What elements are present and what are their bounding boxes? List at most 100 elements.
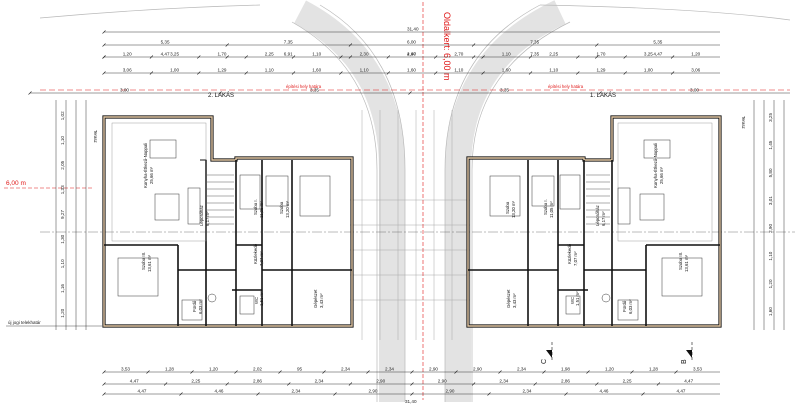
dimension-value: 7,35 [530, 52, 539, 57]
dimension-tick [454, 370, 458, 374]
dimension-value: 5,35 [161, 40, 170, 45]
dimension-value: 7,35 [284, 40, 293, 45]
dimension-value: 1,10 [60, 136, 65, 145]
unit-right: Konyha-Étkező-Nappali 25,66 m² Lépcsőház… [466, 92, 746, 328]
dimension-value: 1,10 [265, 68, 274, 73]
room-bedroom-top-right: Szoba I. [543, 199, 548, 215]
dimension-value: 2,34 [315, 379, 324, 384]
bottom-total-dim: 31,40 [405, 399, 417, 404]
dimension-value: 1,70 [597, 52, 606, 57]
dimension-value: 2,25 [191, 379, 200, 384]
room-bedroom-mid-right-area: 13,20 m² [511, 200, 516, 218]
building-line-label-left: építési hely határa [286, 84, 322, 89]
unit-left-label: 2. LAKÁS [208, 92, 234, 99]
dimension-value: 1,45 [768, 140, 773, 149]
dimension-value: 1,20 [605, 367, 614, 372]
dimension-tick [595, 382, 599, 386]
room-hall-right: Közlekedő [567, 243, 572, 264]
lot-line-label: új jogi telekhatár [8, 320, 41, 325]
vertical-dim-texts: 1,021,102,051,339,271,301,101,161,203,25… [60, 111, 773, 318]
room-bedroom-mid-left-area: 13,20 m² [285, 200, 290, 218]
dimension-tick [481, 71, 485, 75]
dimension-value: 1,60 [407, 68, 416, 73]
left-offset-label: 6,00 m [6, 180, 26, 187]
dimension-tick [149, 55, 154, 59]
dimension-value: 2,34 [385, 367, 394, 372]
unit-left: Konyha-Étkező-Nappali 25,66 m² Lépcsőház… [93, 92, 354, 328]
dimension-tick [623, 71, 627, 75]
dimension-value: 1,10 [454, 68, 463, 73]
room-wc-left: WC [254, 297, 259, 304]
room-living-left-area: 25,66 m² [149, 166, 154, 184]
dimension-tick [333, 392, 337, 396]
dimension-value: 2,90 [429, 367, 438, 372]
room-wc-right: WC [570, 297, 575, 304]
dimension-tick [218, 91, 222, 95]
room-bath-left-area: 6,03 m² [198, 299, 203, 314]
dimension-value: 1,10 [312, 52, 321, 57]
dimension-tick [471, 43, 476, 47]
dimension-tick [564, 392, 568, 396]
dimension-value: 3,25 [170, 52, 179, 57]
room-utility-left: Gépészet [313, 289, 318, 308]
dimension-value: 2,90 [446, 389, 455, 394]
dimension-tick [498, 370, 502, 374]
dimension-value: 5,35 [653, 40, 662, 45]
room-wc-right-area: 1,51 m² [575, 291, 580, 306]
dimension-value: 3,00 [690, 88, 699, 93]
driveway-arcs [293, 0, 566, 402]
dimension-tick [528, 55, 533, 59]
dimension-value: 1,10 [502, 52, 511, 57]
dimension-value: 2,70 [454, 52, 463, 57]
dimension-tick [291, 55, 296, 59]
top-ticks [28, 30, 675, 95]
dimension-value: 9,27 [60, 210, 65, 219]
dimension-value: 1,60 [312, 68, 321, 73]
dimension-value: 4,47 [407, 52, 416, 57]
dimension-tick [598, 91, 602, 95]
dimension-value: 2,86 [561, 379, 570, 384]
dimension-tick [433, 71, 438, 75]
dimension-value: 6,00 [407, 40, 416, 45]
room-living-right: Konyha-Étkező-Nappali [653, 143, 658, 188]
dimension-value: 1,60 [502, 68, 511, 73]
dimension-value: 1,10 [60, 259, 65, 268]
room-bedroom-bot-right: Szoba III. [678, 252, 683, 270]
dimension-value: 3,06 [691, 68, 700, 73]
dimension-value: 1,28 [165, 367, 174, 372]
dimension-value: 4,46 [215, 389, 224, 394]
dimension-tick [487, 392, 491, 396]
terrace-right: Terasz [741, 116, 746, 129]
dimension-value: 1,10 [768, 251, 773, 260]
dimension-value: 2,25 [623, 379, 632, 384]
dimension-tick [225, 55, 229, 59]
dimension-value: 1,16 [60, 284, 65, 293]
dimension-value: 1,30 [60, 234, 65, 243]
dimension-value: 2,34 [523, 389, 532, 394]
bottom-ticks [102, 370, 678, 396]
dimension-tick [471, 55, 476, 59]
dimension-tick [348, 55, 353, 59]
dimension-value: 2,90 [473, 367, 482, 372]
dimension-tick [278, 370, 282, 374]
dimension-tick [386, 71, 391, 75]
dimension-value: 4,47 [130, 379, 139, 384]
dimension-tick [586, 370, 590, 374]
dimension-value: 4,47 [138, 389, 147, 394]
dimension-tick [528, 71, 533, 75]
dimension-tick [291, 71, 296, 75]
dimension-value: 31,40 [407, 27, 419, 32]
dimension-tick [234, 370, 238, 374]
dimension-value: 2,34 [517, 367, 526, 372]
dimension-value: 1,10 [549, 68, 558, 73]
dimension-tick [366, 370, 370, 374]
dimension-tick [410, 382, 414, 386]
dimension-tick [533, 382, 537, 386]
dimension-value: 3,53 [693, 367, 702, 372]
dimension-value: 1,29 [597, 68, 606, 73]
dimension-value: 2,25 [265, 52, 274, 57]
dimension-tick [656, 382, 661, 386]
dimension-value: 3,25 [768, 113, 773, 122]
